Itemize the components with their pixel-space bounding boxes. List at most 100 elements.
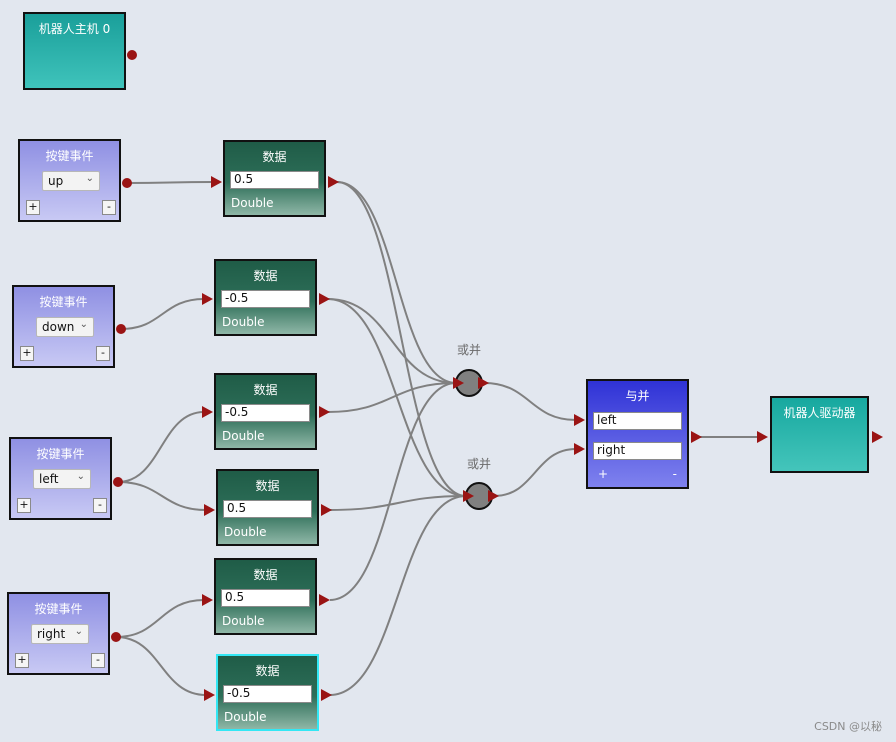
output-port-dot	[111, 632, 121, 642]
input-port-arrow	[202, 293, 213, 305]
or-node-label: 或并	[467, 457, 492, 471]
wire	[327, 298, 467, 497]
output-port-arrow	[321, 689, 332, 701]
data-node-6-selected[interactable]: 数据 -0.5 Double	[216, 654, 319, 731]
output-port-arrow	[872, 431, 883, 443]
output-port-arrow	[319, 406, 330, 418]
data-node-title: 数据	[255, 479, 280, 493]
robot-driver-node[interactable]: 机器人驱动器	[770, 396, 869, 473]
input-port-arrow	[453, 377, 464, 389]
wire	[329, 495, 467, 696]
output-port-dot	[113, 477, 123, 487]
output-port-dot	[122, 178, 132, 188]
add-button[interactable]: +	[598, 467, 609, 481]
robot-host-title: 机器人主机 0	[38, 22, 111, 36]
and-merge-node[interactable]: 与并 left right + -	[586, 379, 689, 489]
add-button[interactable]: +	[26, 200, 40, 215]
data-node-1[interactable]: 数据 0.5 Double	[223, 140, 326, 217]
data-node-title: 数据	[262, 150, 287, 164]
wire	[126, 181, 214, 184]
input-port-arrow	[204, 504, 215, 516]
data-type-label: Double	[222, 315, 265, 329]
merge-title: 与并	[625, 389, 650, 403]
input-port-arrow	[202, 594, 213, 606]
or-node-label: 或并	[457, 343, 482, 357]
data-type-label: Double	[222, 429, 265, 443]
key-event-node-left[interactable]: 按键事件 left ⌄ + -	[9, 437, 112, 520]
wire	[117, 411, 205, 483]
wire	[115, 636, 207, 696]
key-event-node-up[interactable]: 按键事件 up ⌄ + -	[18, 139, 121, 222]
wire	[336, 181, 457, 384]
key-select-value: down	[42, 320, 75, 334]
key-event-node-down[interactable]: 按键事件 down ⌄ + -	[12, 285, 115, 368]
data-value-input[interactable]: -0.5	[223, 685, 312, 703]
key-select[interactable]: up ⌄	[42, 171, 100, 191]
output-port-dot	[127, 50, 137, 60]
wire	[120, 298, 205, 330]
data-value-input[interactable]: -0.5	[221, 404, 310, 422]
chevron-down-icon: ⌄	[74, 626, 83, 637]
data-type-label: Double	[222, 614, 265, 628]
merge-right-input[interactable]: right	[593, 442, 682, 460]
data-type-label: Double	[224, 525, 267, 539]
input-port-arrow	[757, 431, 768, 443]
data-type-label: Double	[231, 196, 274, 210]
output-port-dot	[116, 324, 126, 334]
output-port-arrow	[691, 431, 702, 443]
data-value-input[interactable]: 0.5	[221, 589, 310, 607]
wire	[115, 599, 205, 638]
chevron-down-icon: ⌄	[76, 471, 85, 482]
input-port-arrow	[211, 176, 222, 188]
output-port-arrow	[478, 377, 489, 389]
data-node-5[interactable]: 数据 0.5 Double	[214, 558, 317, 635]
input-port-arrow	[202, 406, 213, 418]
remove-button[interactable]: -	[102, 200, 116, 215]
data-value-input[interactable]: 0.5	[223, 500, 312, 518]
remove-button[interactable]: -	[91, 653, 105, 668]
key-event-node-right[interactable]: 按键事件 right⌄ + -	[7, 592, 110, 675]
key-select[interactable]: down ⌄	[36, 317, 94, 337]
data-node-title: 数据	[253, 568, 278, 582]
key-select-value: left	[39, 472, 59, 486]
key-event-title: 按键事件	[45, 149, 94, 163]
key-select-value: up	[48, 174, 64, 188]
output-port-arrow	[328, 176, 339, 188]
key-select[interactable]: right⌄	[31, 624, 89, 644]
watermark: CSDN @以秘	[814, 720, 882, 733]
data-node-title: 数据	[253, 383, 278, 397]
wire	[483, 382, 577, 421]
remove-button[interactable]: -	[672, 467, 677, 481]
key-event-title: 按键事件	[36, 447, 85, 461]
remove-button[interactable]: -	[93, 498, 107, 513]
data-node-2[interactable]: 数据 -0.5 Double	[214, 259, 317, 336]
data-node-title: 数据	[255, 664, 280, 678]
key-event-title: 按键事件	[34, 602, 83, 616]
wire	[117, 481, 207, 511]
add-button[interactable]: +	[17, 498, 31, 513]
data-type-label: Double	[224, 710, 267, 724]
key-select[interactable]: left ⌄	[33, 469, 91, 489]
add-button[interactable]: +	[15, 653, 29, 668]
input-port-arrow	[463, 490, 474, 502]
data-value-input[interactable]: 0.5	[230, 171, 319, 189]
wire	[329, 382, 457, 601]
wire	[327, 298, 457, 384]
output-port-arrow	[319, 293, 330, 305]
data-node-title: 数据	[253, 269, 278, 283]
add-button[interactable]: +	[20, 346, 34, 361]
robot-host-node[interactable]: 机器人主机 0	[23, 12, 126, 90]
chevron-down-icon: ⌄	[79, 319, 88, 330]
remove-button[interactable]: -	[96, 346, 110, 361]
data-value-input[interactable]: -0.5	[221, 290, 310, 308]
output-port-arrow	[319, 594, 330, 606]
robot-driver-title: 机器人驱动器	[783, 406, 856, 420]
input-port-arrow	[574, 443, 585, 455]
merge-left-input[interactable]: left	[593, 412, 682, 430]
key-event-title: 按键事件	[39, 295, 88, 309]
data-node-4[interactable]: 数据 0.5 Double	[216, 469, 319, 546]
output-port-arrow	[321, 504, 332, 516]
chevron-down-icon: ⌄	[85, 173, 94, 184]
data-node-3[interactable]: 数据 -0.5 Double	[214, 373, 317, 450]
